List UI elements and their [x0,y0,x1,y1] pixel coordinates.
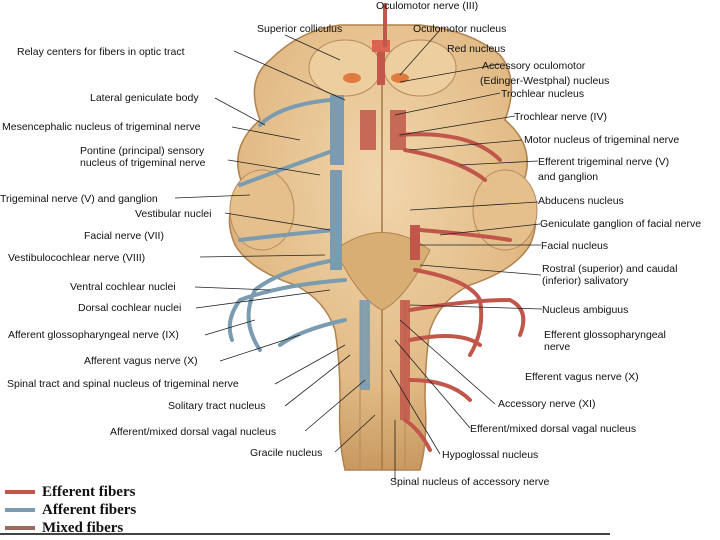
label-accessory-oculomotor: Accessory oculomotor [482,60,586,72]
label-edinger-westphal: (Edinger-Westphal) nucleus [480,75,610,87]
label-trochlear-nucleus: Trochlear nucleus [501,88,585,100]
label-trochlear-nerve: Trochlear nerve (IV) [514,111,607,123]
label-solitary-tract: Solitary tract nucleus [168,400,266,412]
brainstem-body [228,24,538,471]
legend-label-afferent: Afferent fibers [42,502,137,518]
label-geniculate-ganglion: Geniculate ganglion of facial nerve [540,218,702,230]
label-oculomotor-nucleus: Oculomotor nucleus [413,23,507,35]
label-facial-nucleus: Facial nucleus [541,240,609,252]
label-mesencephalic-nucleus: Mesencephalic nucleus of trigeminal nerv… [2,121,201,133]
legend-swatch-efferent [5,490,35,494]
label-spinal-tract-trigeminal: Spinal tract and spinal nucleus of trige… [7,378,239,390]
label-efferent-vagus: Efferent vagus nerve (X) [525,371,639,383]
label-oculomotor-nerve: Oculomotor nerve (III) [376,0,479,12]
label-vestibular-nuclei: Vestibular nuclei [135,208,212,220]
label-efferent-trigeminal: Efferent trigeminal nerve (V) [538,156,670,168]
label-facial-nerve: Facial nerve (VII) [84,230,164,242]
label-salivatory: Rostral (superior) and caudal (inferior)… [542,263,678,287]
label-abducens-nucleus: Abducens nucleus [538,195,624,207]
legend-swatch-afferent [5,508,35,512]
label-relay-centers: Relay centers for fibers in optic tract [17,46,185,58]
label-accessory-nerve: Accessory nerve (XI) [498,398,596,410]
afferent-nerves [227,98,347,352]
label-ventral-cochlear: Ventral cochlear nuclei [70,281,176,293]
legend-label-mixed: Mixed fibers [42,520,124,536]
label-hypoglossal-nucleus: Hypoglossal nucleus [442,449,539,461]
label-red-nucleus: Red nucleus [447,43,506,55]
label-gracile-nucleus: Gracile nucleus [250,447,323,459]
label-vestibulocochlear: Vestibulocochlear nerve (VIII) [8,252,146,264]
label-trigeminal-ganglion: Trigeminal nerve (V) and ganglion [0,193,158,205]
leader-lines [174,29,543,481]
label-spinal-accessory: Spinal nucleus of accessory nerve [390,476,550,488]
label-efferent-mixed-dorsal-vagal: Efferent/mixed dorsal vagal nucleus [470,423,637,435]
label-afferent-mixed-dorsal-vagal: Afferent/mixed dorsal vagal nucleus [110,426,277,438]
label-afferent-vagus: Afferent vagus nerve (X) [84,355,198,367]
label-efferent-glossopharyngeal: Efferent glossopharyngeal nerve [544,329,666,353]
label-motor-nucleus-trigeminal: Motor nucleus of trigeminal nerve [524,134,680,146]
label-and-ganglion: and ganglion [538,171,599,183]
label-afferent-glossopharyngeal: Afferent glossopharyngeal nerve (IX) [8,329,179,341]
label-nucleus-ambiguus: Nucleus ambiguus [542,304,629,316]
label-pontine-sensory: Pontine (principal) sensory nucleus of t… [80,145,206,169]
legend-label-efferent: Efferent fibers [42,484,136,500]
nuclei [330,40,420,420]
label-superior-colliculus: Superior colliculus [257,23,343,35]
label-dorsal-cochlear: Dorsal cochlear nuclei [78,302,182,314]
label-lateral-geniculate: Lateral geniculate body [90,92,199,104]
legend-swatch-mixed [5,526,35,530]
bottom-rule [0,533,610,535]
